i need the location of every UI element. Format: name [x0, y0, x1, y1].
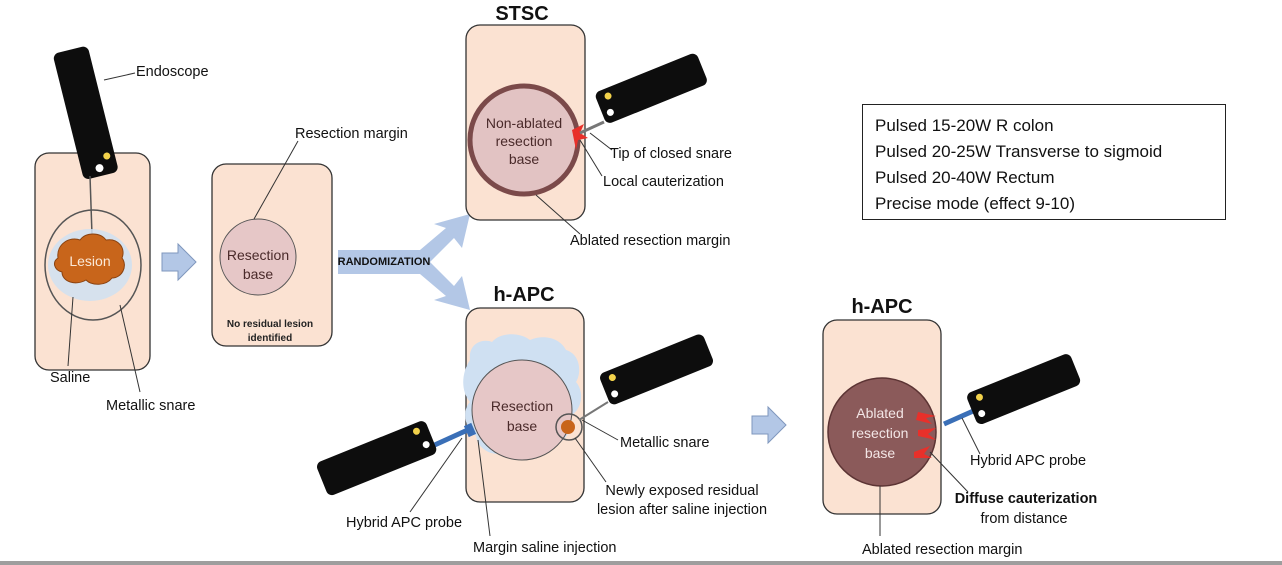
setting-line: Pulsed 20-40W Rectum [875, 168, 1055, 187]
hapc-left-apc-probe [426, 425, 474, 451]
step2-base-text-1: Resection [227, 247, 289, 263]
stsc-panel-group: STSC Non-ablated resection base Tip of c… [465, 3, 732, 249]
hybrid-apc-probe-label-left: Hybrid APC probe [346, 515, 462, 531]
hapc-right-cautery-spark-2 [918, 428, 936, 440]
hybrid-apc-probe-label-right: Hybrid APC probe [970, 453, 1086, 469]
hapc-left-resection-base [471, 359, 573, 461]
stsc-base-text-1: Non-ablated [486, 115, 562, 131]
step1-panel-group: Lesion Endoscope Saline Metallic snare [34, 46, 209, 414]
step1-metallic-snare [44, 209, 142, 321]
residual-lesion-label-2: lesion after saline injection [597, 502, 767, 518]
hapc-left-snare-label: Metallic snare [620, 435, 709, 451]
margin-saline-injection-label: Margin saline injection [473, 540, 616, 556]
step2-resection-base [219, 218, 297, 296]
stsc-base-text-3: base [509, 151, 540, 167]
tip-closed-snare-label: Tip of closed snare [610, 146, 732, 162]
stsc-title: STSC [495, 3, 548, 25]
diffuse-cauterization-label-2: from distance [980, 511, 1067, 527]
residual-lesion-label-1: Newly exposed residual [605, 483, 758, 499]
hapc-left-title: h-APC [493, 284, 554, 306]
step1-endoscope-icon [53, 46, 118, 179]
bottom-bar [0, 561, 1282, 565]
hapc-left-panel-group: h-APC Resection base Metallic snare Newl… [316, 284, 767, 556]
hapc-right-panel-group: h-APC Ablated resection base Hybrid APC … [822, 296, 1098, 558]
step1-to-step2-arrow [161, 242, 197, 282]
hapc-left-base-text-1: Resection [491, 398, 553, 414]
hapc-right-cautery-spark-1 [916, 412, 936, 424]
hapc-right-ablated-base [827, 377, 937, 487]
hapc-left-endoscope-right-icon [600, 334, 714, 405]
setting-line: Pulsed 15-20W R colon [875, 116, 1054, 135]
step2-panel-group: Resection base No residual lesion identi… [211, 126, 408, 347]
hapc-right-base-text-2: resection [852, 425, 909, 441]
randomization-label: RANDOMIZATION [338, 256, 431, 268]
local-cauterization-label: Local cauterization [603, 174, 724, 190]
stsc-base-text-2: resection [496, 133, 553, 149]
stsc-endoscope-icon [595, 53, 707, 123]
randomization-arrow [338, 214, 470, 310]
step1-lesion [54, 233, 125, 285]
step1-lesion-text: Lesion [69, 253, 110, 269]
hapc-right-title: h-APC [851, 296, 912, 318]
no-residual-note-2: identified [248, 333, 292, 344]
hapc-right-base-text-1: Ablated [856, 405, 903, 421]
hapc-right-base-text-3: base [865, 445, 896, 461]
setting-line: Precise mode (effect 9-10) [875, 194, 1075, 213]
hapc-left-base-text-2: base [507, 418, 538, 434]
hapc-right-cautery-spark-3 [914, 446, 932, 458]
resection-margin-label: Resection margin [295, 126, 408, 142]
hapc-left-metallic-snare [555, 413, 583, 441]
ablated-margin-label-hapc: Ablated resection margin [862, 542, 1022, 558]
setting-line: Pulsed 20-25W Transverse to sigmoid [875, 142, 1163, 161]
diffuse-cauterization-label-1: Diffuse cauterization [955, 491, 1098, 507]
hapc-right-endoscope-icon [967, 354, 1081, 425]
hapc-step-arrow [751, 405, 787, 445]
hapc-left-residual-lesion [561, 420, 575, 434]
settings-box: Pulsed 15-20W R colon Pulsed 20-25W Tran… [862, 104, 1226, 220]
hapc-left-endoscope-left-icon [316, 421, 437, 496]
metallic-snare-label: Metallic snare [106, 398, 195, 414]
stsc-cautery-spot [572, 124, 588, 150]
ablated-margin-label-stsc: Ablated resection margin [570, 233, 730, 249]
saline-label: Saline [50, 370, 90, 386]
step2-base-text-2: base [243, 266, 274, 282]
no-residual-note-1: No residual lesion [227, 319, 313, 330]
endoscope-label: Endoscope [136, 64, 209, 80]
